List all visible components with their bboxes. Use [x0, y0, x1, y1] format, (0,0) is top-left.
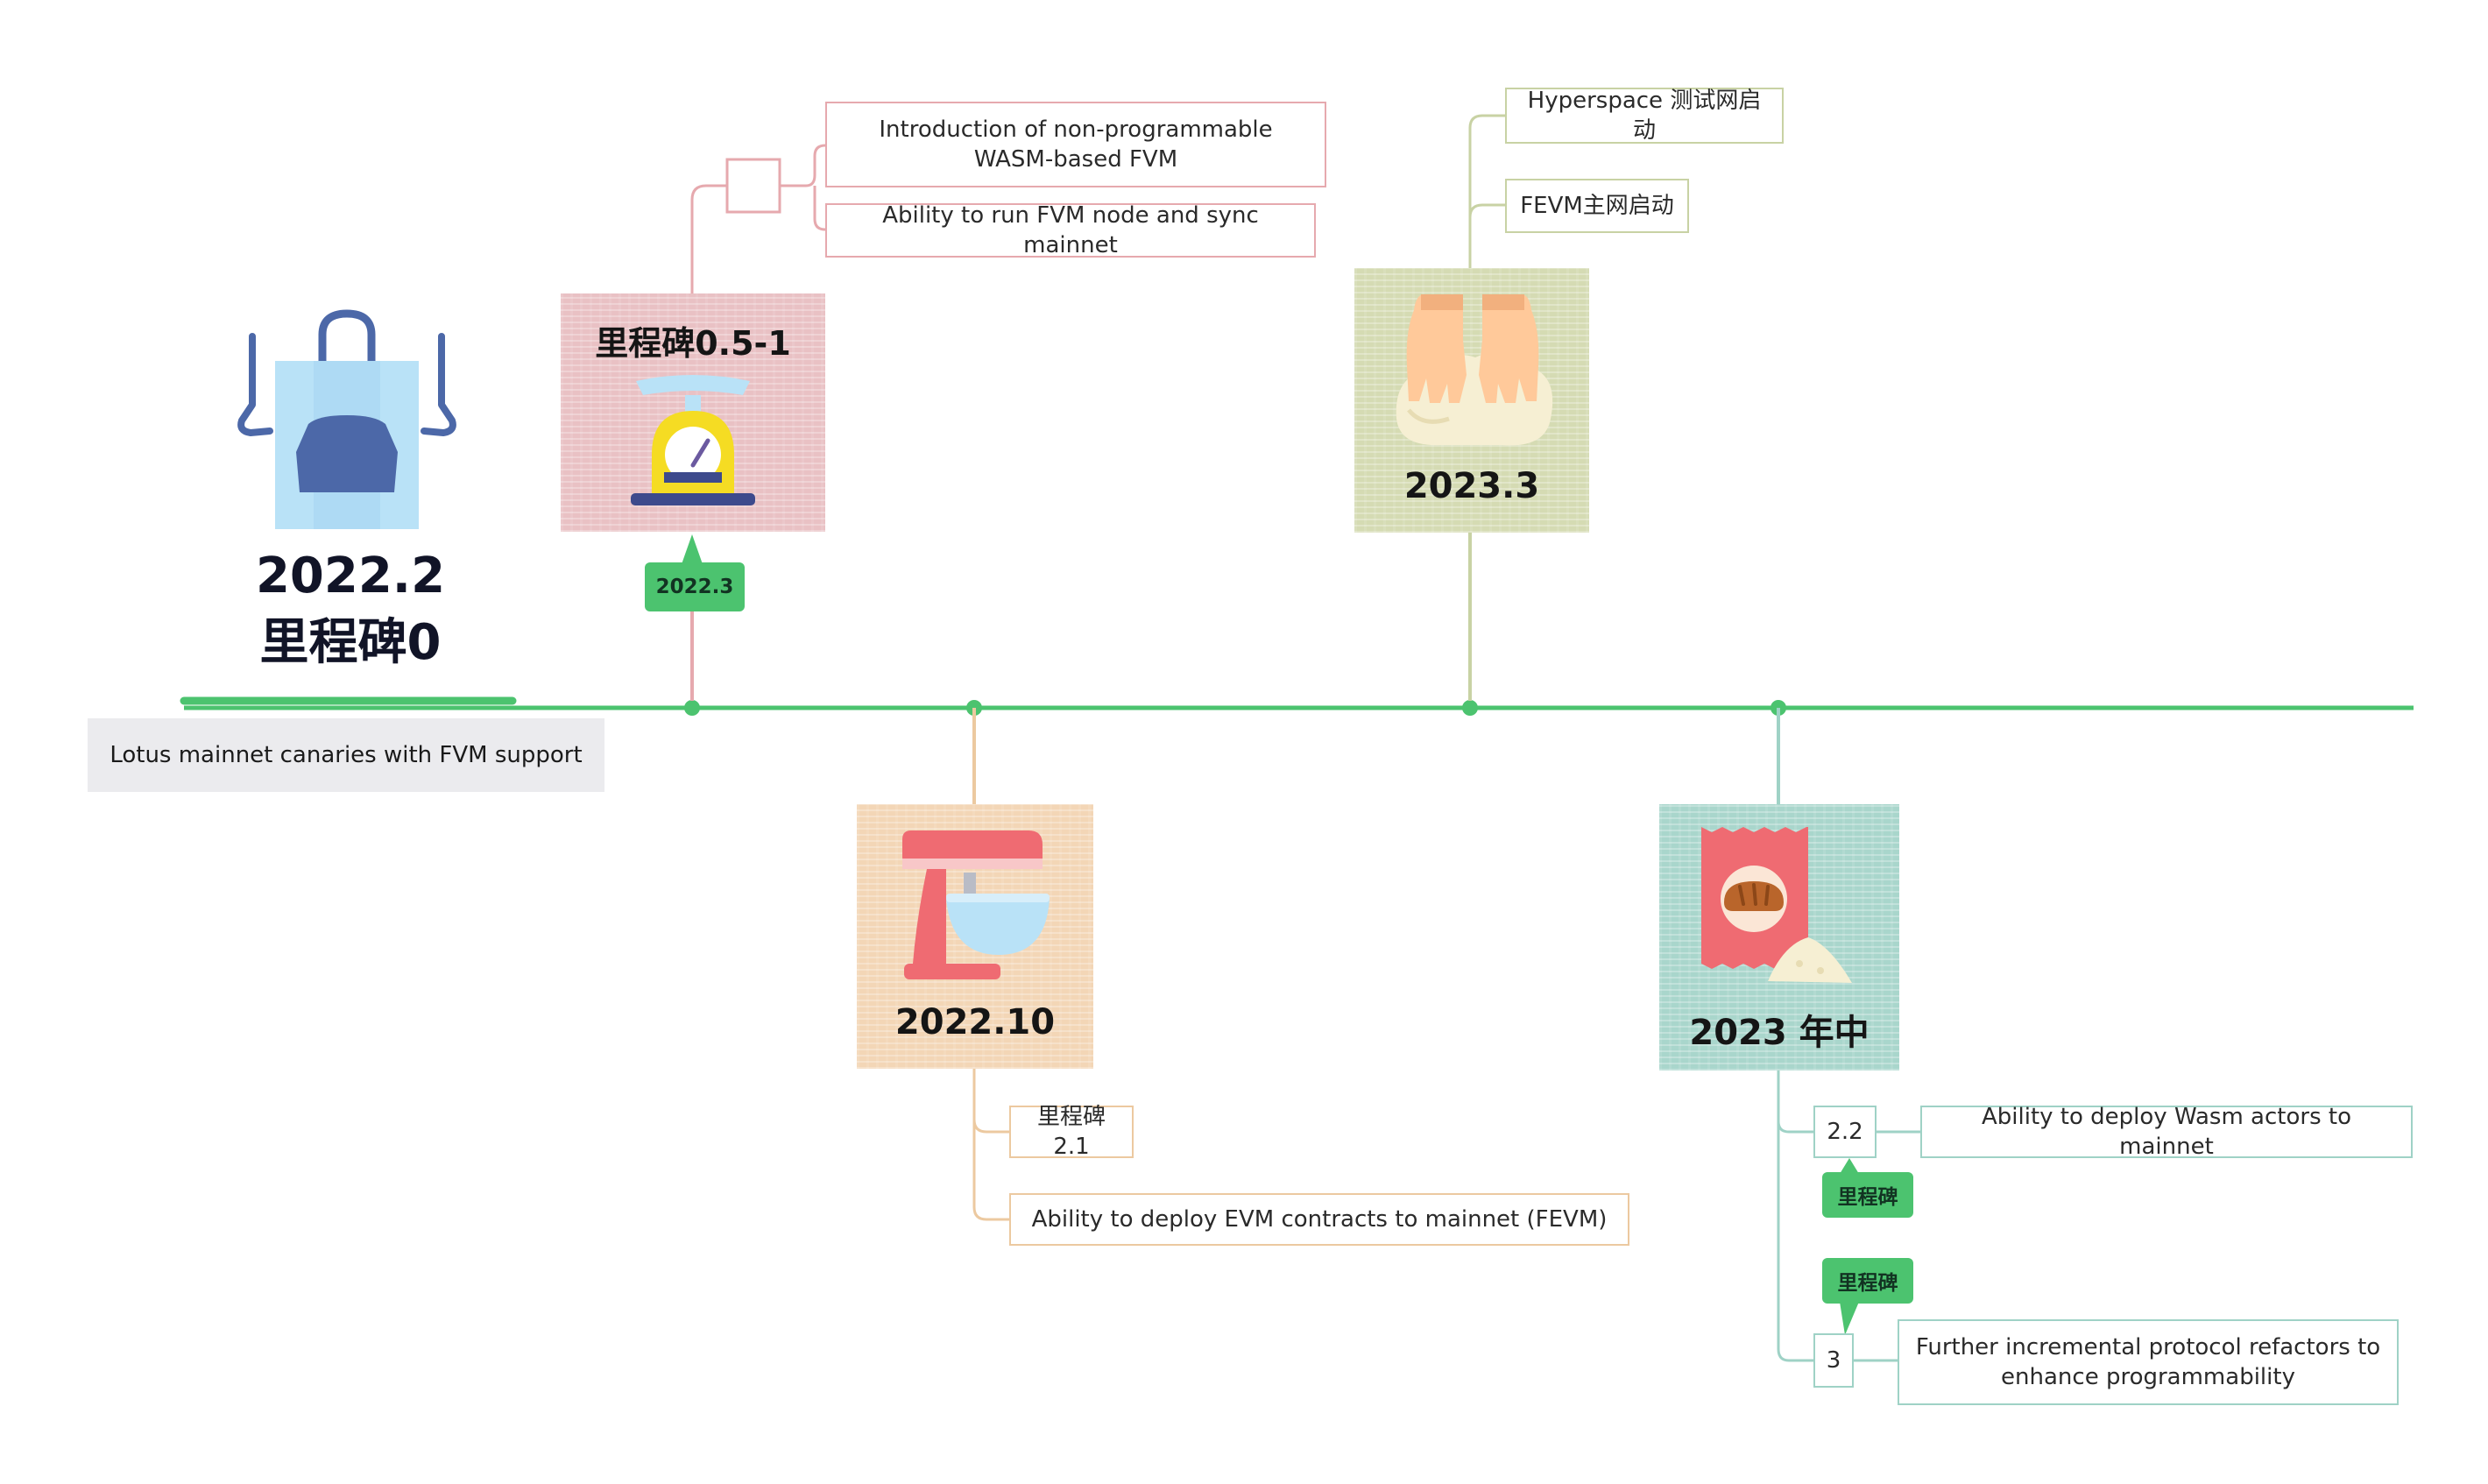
tag-pointer [1840, 1158, 1859, 1174]
card-title: 里程碑0.5-1 [595, 324, 791, 363]
root-date: 2022.2 [255, 548, 446, 604]
milestone-card-2023-3[interactable]: 2023.3 [1354, 268, 1589, 533]
stand-mixer-icon [902, 830, 1050, 979]
tag-pointer [1840, 1302, 1859, 1335]
child-label[interactable]: 3 [1813, 1333, 1854, 1388]
date-tag-2022-3: 2022.3 [645, 562, 745, 611]
flour-bag-icon [1701, 827, 1852, 983]
milestone-card-2022-10[interactable]: 2022.10 [857, 804, 1093, 1069]
child-topic[interactable]: FEVM主网启动 [1505, 179, 1689, 233]
timeline-dot [1462, 700, 1478, 716]
child-label[interactable]: 2.2 [1813, 1106, 1877, 1158]
child-detail[interactable]: Ability to deploy Wasm actors to mainnet [1920, 1104, 2413, 1160]
card-title: 2023.3 [1403, 466, 1540, 506]
root-subtitle: Lotus mainnet canaries with FVM support [88, 718, 604, 792]
timeline-dot [684, 700, 700, 716]
child-topic[interactable]: Hyperspace 测试网启动 [1505, 88, 1784, 144]
milestone-card-0-5-1[interactable]: 里程碑0.5-1 [561, 293, 825, 532]
card-title: 2023 年中 [1689, 1013, 1870, 1053]
child-topic[interactable]: Ability to deploy EVM contracts to mainn… [1009, 1193, 1629, 1246]
milestone-tag: 里程碑 [1822, 1172, 1913, 1218]
kitchen-scale-icon [631, 375, 755, 505]
child-topic[interactable]: Introduction of non-programmable WASM-ba… [825, 102, 1326, 187]
card-title: 2022.10 [894, 1002, 1056, 1042]
child-topic[interactable]: Ability to run FVM node and sync mainnet [825, 202, 1316, 258]
apron-icon [237, 309, 456, 529]
junction-box [725, 158, 781, 214]
kneading-dough-icon [1396, 294, 1553, 446]
milestone-tag: 里程碑 [1822, 1258, 1913, 1304]
root-title: 里程碑0 [259, 614, 442, 671]
child-topic[interactable]: 里程碑2.1 [1009, 1104, 1134, 1160]
milestone-card-2023-mid[interactable]: 2023 年中 [1659, 804, 1899, 1071]
tag-pointer [682, 534, 703, 564]
child-detail[interactable]: Further incremental protocol refactors t… [1898, 1319, 2399, 1405]
